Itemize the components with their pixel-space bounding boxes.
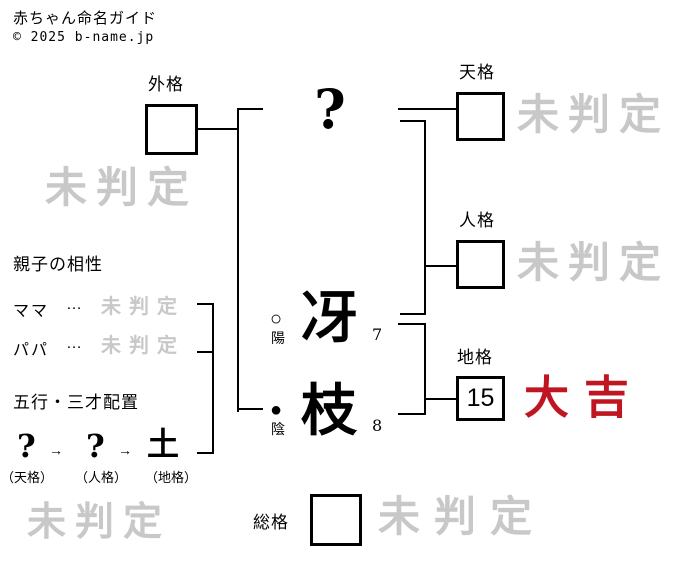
compat-papa-dots: …: [66, 335, 82, 352]
compat-mama-label: ママ: [13, 303, 50, 320]
copyright-text: © 2025 b-name.jp: [13, 30, 155, 45]
jinkaku-result-watermark: 未判定: [517, 238, 671, 287]
bracket-jinkaku-bottom-stub: [400, 313, 426, 315]
bracket-compat-mama-stub: [197, 303, 214, 305]
connector-chikaku: [424, 398, 457, 400]
yin-label: 陰: [271, 421, 285, 437]
gaikaku-result-watermark: 未判定: [45, 163, 199, 212]
gogyo-element-chikaku: 土: [147, 425, 180, 463]
bracket-gaikaku-top-stub: [237, 108, 263, 110]
jinkaku-label: 人格: [459, 211, 495, 230]
chikaku-label: 地格: [457, 348, 493, 367]
site-title: 赤ちゃん命名ガイド: [13, 9, 158, 27]
connector-jinkaku: [424, 265, 457, 267]
soukaku-result-watermark: 未判定: [378, 492, 547, 541]
bracket-chikaku-bottom-stub: [398, 413, 426, 415]
gogyo-caption-chikaku: （地格）: [145, 470, 198, 485]
bracket-chikaku-vertical: [424, 323, 426, 415]
soukaku-label: 総格: [253, 513, 289, 532]
tenkaku-label: 天格: [459, 63, 495, 82]
gogyo-element-tenkaku: ?: [17, 427, 36, 465]
given-char-2: 枝: [301, 378, 357, 444]
gogyo-title: 五行・三才配置: [13, 393, 139, 412]
jinkaku-value-box: [456, 240, 505, 289]
gogyo-caption-jinkaku: （人格）: [75, 470, 128, 485]
tenkaku-value-box: [456, 92, 505, 141]
compat-papa-label: パパ: [13, 342, 50, 359]
gogyo-arrow-2: →: [118, 442, 132, 458]
bracket-jinkaku-top-stub: [400, 120, 426, 122]
gogyo-caption-tenkaku: （天格）: [1, 470, 54, 485]
soukaku-value-box: [310, 494, 362, 546]
chikaku-result-daikichi: 大吉: [524, 371, 645, 424]
bracket-compat-gogyo-stub: [197, 452, 214, 454]
bracket-gaikaku-bottom-stub: [237, 408, 263, 410]
given-char-2-strokes: 8: [372, 416, 383, 435]
compat-mama-result: 未判定: [101, 294, 185, 318]
bottom-left-watermark: 未判定: [27, 499, 172, 545]
bracket-compat-vertical: [212, 303, 214, 454]
given-char-1: 冴: [301, 285, 357, 351]
chikaku-value-box: 15: [456, 376, 505, 421]
bracket-jinkaku-vertical: [424, 120, 426, 315]
tenkaku-result-watermark: 未判定: [517, 90, 671, 139]
given-char-1-strokes: 7: [372, 325, 383, 344]
yang-symbol-icon: ○: [270, 308, 283, 330]
connector-gaikaku: [197, 128, 238, 130]
bracket-compat-papa-stub: [197, 351, 214, 353]
chikaku-value: 15: [466, 384, 495, 412]
gogyo-element-jinkaku: ?: [86, 427, 105, 465]
gogyo-arrow-1: →: [49, 442, 63, 458]
bracket-chikaku-top-stub: [398, 323, 426, 325]
gaikaku-value-box: [145, 104, 198, 155]
surname-placeholder-char: ?: [314, 77, 346, 141]
yin-symbol-icon: ●: [270, 399, 283, 421]
yang-label: 陽: [271, 330, 285, 346]
compat-papa-result: 未判定: [101, 333, 185, 357]
compatibility-title: 親子の相性: [13, 255, 103, 274]
connector-tenkaku: [398, 108, 457, 110]
bracket-gaikaku-vertical: [237, 108, 239, 412]
gaikaku-label: 外格: [148, 75, 184, 94]
compat-mama-dots: …: [66, 296, 82, 313]
